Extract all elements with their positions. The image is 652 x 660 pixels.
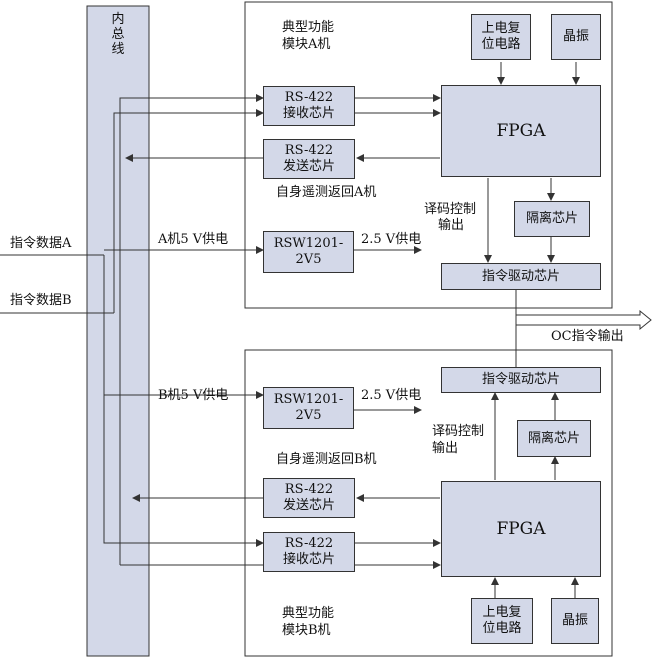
module-a-fpga: FPGA (441, 85, 601, 177)
module-a-crystal-label: 晶振 (562, 29, 589, 44)
module-a-isolation-label: 隔离芯片 (525, 211, 578, 226)
module-b-isolation-chip: 隔离芯片 (517, 420, 591, 457)
module-a-isolation-chip: 隔离芯片 (514, 201, 590, 237)
bus-label-text: 内总线 (111, 12, 125, 57)
module-b-fpga: FPGA (441, 481, 601, 577)
module-a-rx-line2: 接收芯片 (282, 106, 335, 121)
module-a-regulator: RSW1201- 2V5 (263, 231, 354, 273)
module-a-rx-line1: RS-422 (284, 90, 334, 105)
module-b-telemetry-label: 自身遥测返回B机 (276, 452, 377, 467)
module-a-rs422-rx: RS-422 接收芯片 (263, 86, 355, 126)
module-a-driver-chip: 指令驱动芯片 (441, 263, 601, 290)
module-b-rx-line1: RS-422 (284, 536, 334, 551)
module-b-crystal-label: 晶振 (561, 613, 588, 628)
module-b-regulator-line1: RSW1201- (273, 392, 344, 407)
module-b-power-on-reset: 上电复 位电路 (471, 598, 533, 644)
module-a-frame (244, 1, 613, 309)
module-b-decode-line1: 译码控制 (432, 424, 485, 439)
module-b-regulator-line2: 2V5 (295, 408, 322, 423)
module-b-isolation-label: 隔离芯片 (527, 430, 580, 446)
module-a-supply-out-label: 2.5 V供电 (361, 232, 422, 247)
internal-bus (86, 5, 150, 657)
module-b-por-line1: 上电复 (482, 605, 522, 620)
oc-output-label: OC指令输出 (551, 329, 624, 344)
module-a-power-on-reset: 上电复 位电路 (471, 14, 531, 60)
module-b-title-line2: 模块B机 (282, 623, 331, 638)
module-b-regulator: RSW1201- 2V5 (263, 387, 354, 429)
module-a-regulator-line1: RSW1201- (273, 236, 344, 251)
module-b-rx-line2: 接收芯片 (282, 552, 335, 567)
module-a-driver-label: 指令驱动芯片 (481, 268, 560, 284)
module-a-fpga-label: FPGA (496, 121, 546, 141)
module-a-decode-line2: 输出 (438, 218, 465, 233)
module-a-title-line1: 典型功能 (282, 20, 335, 35)
module-b-tx-line2: 发送芯片 (282, 498, 335, 513)
module-b-driver-label: 指令驱动芯片 (481, 372, 560, 387)
module-b-rs422-rx: RS-422 接收芯片 (263, 532, 355, 572)
module-a-crystal: 晶振 (551, 14, 601, 60)
module-b-tx-line1: RS-422 (284, 482, 334, 497)
module-b-title-line1: 典型功能 (282, 606, 335, 621)
module-a-por-line1: 上电复 (481, 21, 521, 36)
module-b-driver-chip: 指令驱动芯片 (441, 367, 601, 393)
module-a-tx-line1: RS-422 (284, 143, 334, 158)
module-a-por-line2: 位电路 (481, 37, 521, 52)
module-a-telemetry-label: 自身遥测返回A机 (276, 185, 377, 200)
module-a-supply-in-label: A机5 V供电 (158, 232, 229, 247)
module-b-crystal: 晶振 (551, 598, 599, 644)
oc-output-arrow (515, 309, 652, 331)
module-b-supply-in-label: B机5 V供电 (158, 388, 229, 403)
module-b-frame (244, 349, 613, 657)
module-b-rs422-tx: RS-422 发送芯片 (263, 478, 355, 518)
module-b-supply-out-label: 2.5 V供电 (361, 388, 422, 403)
bus-label: 内总线 (109, 12, 127, 57)
module-b-fpga-label: FPGA (496, 519, 546, 539)
cmd-data-a-label: 指令数据A (10, 236, 72, 251)
module-a-title-line2: 模块A机 (282, 37, 331, 52)
cmd-data-b-label: 指令数据B (10, 293, 72, 308)
module-a-tx-line2: 发送芯片 (282, 159, 335, 174)
module-a-decode-line1: 译码控制 (424, 202, 477, 217)
module-a-rs422-tx: RS-422 发送芯片 (263, 139, 355, 179)
module-b-por-line2: 位电路 (482, 621, 522, 636)
module-b-decode-line2: 输出 (432, 441, 459, 456)
module-a-regulator-line2: 2V5 (295, 252, 322, 267)
